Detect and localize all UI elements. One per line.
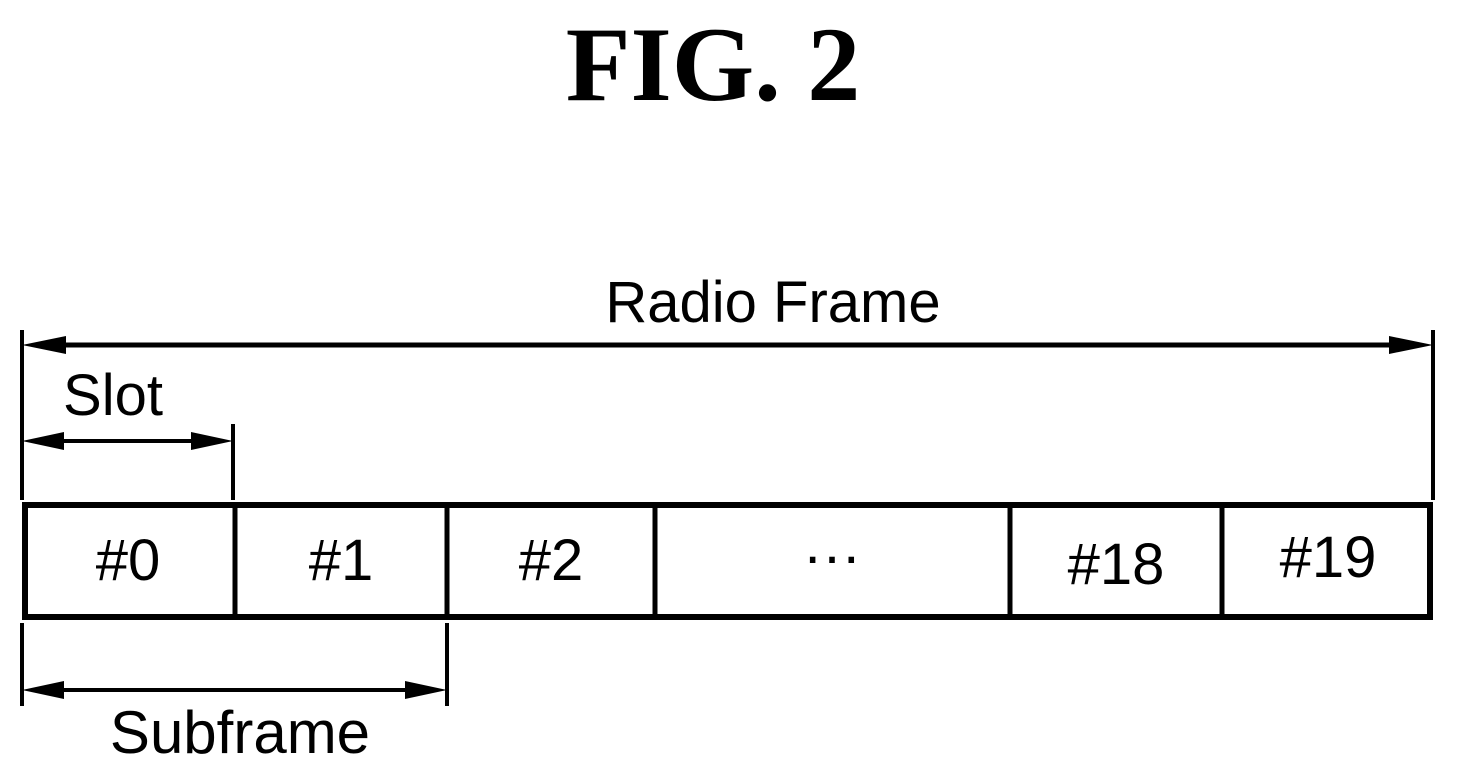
arrowhead-right-icon: [405, 681, 447, 699]
arrowhead-right-icon: [191, 432, 233, 450]
subframe-label: Subframe: [110, 699, 370, 763]
arrowhead-left-icon: [22, 432, 64, 450]
slot-extent-arrow: [22, 424, 235, 500]
arrowhead-left-icon: [22, 336, 66, 354]
slot-cell-ellipsis: ···: [803, 524, 861, 589]
radio-frame-row: #0 #1 #2 ··· #18 #19: [22, 502, 1433, 620]
figure-title: FIG. 2: [566, 6, 860, 123]
slot-label: Slot: [63, 363, 163, 428]
slot-cell-label: #0: [96, 528, 161, 593]
arrowhead-left-icon: [22, 681, 64, 699]
slot-cell-label: #1: [309, 528, 374, 593]
slot-cell-label: #19: [1280, 525, 1377, 590]
subframe-extent-arrow: [20, 623, 449, 706]
arrowhead-right-icon: [1389, 336, 1433, 354]
frame-outline: [22, 502, 1433, 620]
slot-cell-label: #2: [519, 528, 584, 593]
radio-frame-extent-arrow: [20, 330, 1435, 500]
radio-frame-label: Radio Frame: [605, 270, 940, 335]
slot-cell-label: #18: [1068, 532, 1165, 597]
